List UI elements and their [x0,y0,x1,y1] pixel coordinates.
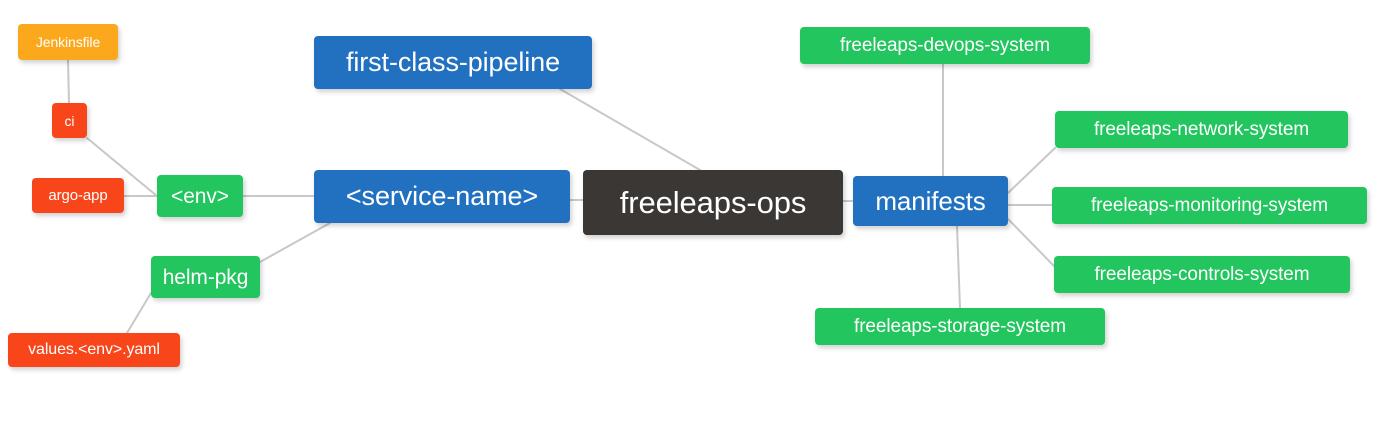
node-label-controls-sys: freeleaps-controls-system [1094,264,1310,285]
node-manifests[interactable]: manifests [853,176,1008,226]
node-root[interactable]: freeleaps-ops [583,170,843,235]
node-label-service-name: <service-name> [345,181,539,211]
node-controls-sys[interactable]: freeleaps-controls-system [1054,256,1350,293]
node-jenkinsfile[interactable]: Jenkinsfile [18,24,118,60]
node-label-helm-pkg: helm-pkg [162,265,249,289]
node-label-ci: ci [64,112,75,129]
node-label-values-yaml: values.<env>.yaml [28,341,160,358]
edge-manifests-to-storage-sys [956,225,961,309]
edge-service-name-to-helm-pkg [259,222,331,263]
node-env[interactable]: <env> [157,175,243,217]
edge-helm-pkg-to-values-yaml [126,292,152,334]
node-monitor-sys[interactable]: freeleaps-monitoring-system [1052,187,1367,224]
node-helm-pkg[interactable]: helm-pkg [151,256,260,298]
node-service-name[interactable]: <service-name> [314,170,570,223]
node-values-yaml[interactable]: values.<env>.yaml [8,333,180,367]
node-storage-sys[interactable]: freeleaps-storage-system [815,308,1105,345]
node-label-env: <env> [171,184,229,208]
node-label-monitor-sys: freeleaps-monitoring-system [1091,195,1328,216]
node-network-sys[interactable]: freeleaps-network-system [1055,111,1348,148]
node-label-manifests: manifests [875,186,986,216]
edge-manifests-to-controls-sys [1007,218,1055,267]
node-devops-sys[interactable]: freeleaps-devops-system [800,27,1090,64]
node-label-network-sys: freeleaps-network-system [1093,119,1310,140]
node-label-root: freeleaps-ops [619,185,807,220]
node-label-jenkinsfile: Jenkinsfile [35,34,101,50]
node-ci[interactable]: ci [52,103,87,138]
node-label-argo-app: argo-app [48,187,108,204]
node-pipeline[interactable]: first-class-pipeline [314,36,592,89]
node-label-pipeline: first-class-pipeline [345,47,561,77]
node-label-devops-sys: freeleaps-devops-system [840,35,1050,56]
node-argo-app[interactable]: argo-app [32,178,124,213]
edge-jenkinsfile-to-ci [67,59,70,104]
edge-pipeline-to-root [559,88,701,171]
node-label-storage-sys: freeleaps-storage-system [854,316,1066,337]
edge-manifests-to-network-sys [1007,147,1056,194]
